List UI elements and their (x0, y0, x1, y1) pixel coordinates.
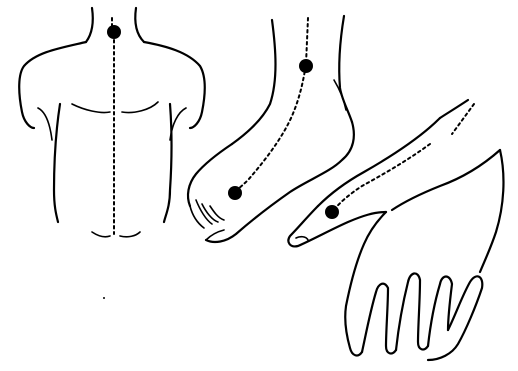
hand-thumbnail (296, 237, 308, 240)
foot-shin-front (232, 20, 276, 144)
hand-finger-1 (362, 284, 396, 354)
torso-waist-left (92, 232, 110, 237)
foot-acupoint-toe (228, 186, 242, 200)
hand-upper-arm (440, 100, 468, 118)
torso-acupoint (107, 25, 121, 39)
torso-armpit-left (38, 108, 52, 140)
torso-flank-right (164, 104, 172, 222)
torso-flank-left (54, 104, 60, 222)
foot-acupoint-ankle (299, 59, 313, 73)
torso-shoulder-left (19, 42, 86, 128)
scan-speck (103, 297, 105, 299)
torso-figure (19, 8, 205, 237)
torso-neck-left (86, 8, 93, 42)
torso-chest-left (72, 104, 110, 113)
foot-instep (188, 144, 232, 206)
hand-finger-2 (396, 273, 428, 350)
torso-waist-right (120, 232, 140, 237)
torso-shoulder-right (144, 42, 205, 128)
hand-finger-3 (428, 277, 452, 347)
hand-finger-4 (428, 276, 482, 360)
foot-toes (190, 200, 224, 240)
torso-neck-right (135, 8, 144, 42)
hand-wrist-back (480, 150, 503, 272)
hand-figure (288, 100, 503, 360)
hand-acupoint (325, 205, 339, 219)
torso-chest-right (122, 102, 158, 113)
